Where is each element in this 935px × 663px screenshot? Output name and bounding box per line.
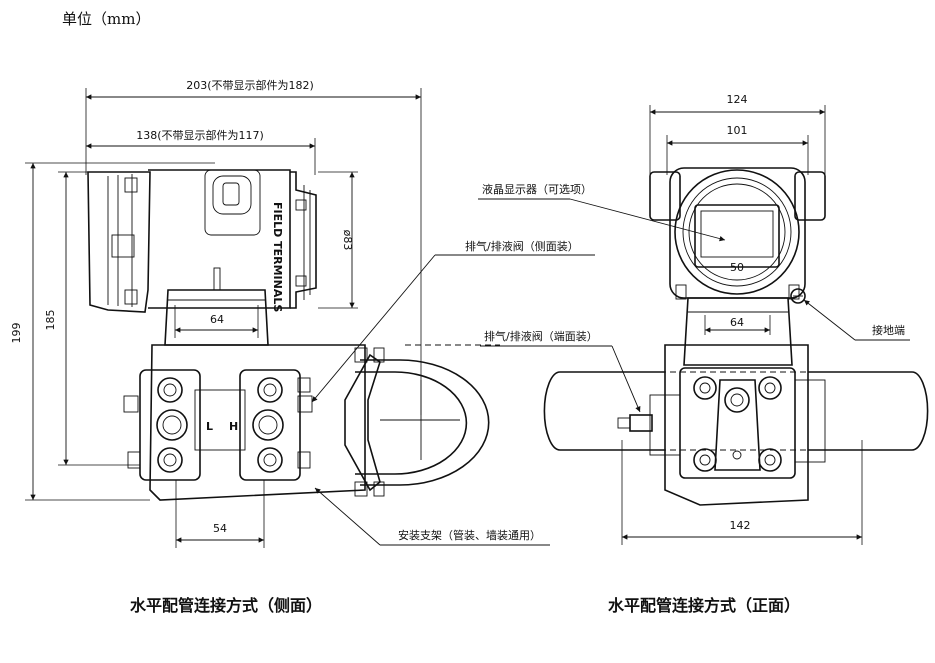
pipe-right-end <box>911 371 929 451</box>
front-flange <box>679 367 796 479</box>
unit-label: 单位（mm） <box>62 10 151 28</box>
callout-ground: 接地端 <box>872 324 905 337</box>
front-view: 124 101 50 64 <box>478 93 929 545</box>
lcd-scale-label: 50 <box>730 261 744 274</box>
dim-body-height: 185 <box>44 310 57 331</box>
lcd-window <box>694 204 780 268</box>
callout-vent-end: 排气/排液阀（端面装） <box>484 329 598 343</box>
dim-overall-width: 203(不带显示部件为182) <box>186 78 314 92</box>
dim-front-flange-width: 64 <box>730 316 744 329</box>
callout-vent-side: 排气/排液阀（侧面装） <box>465 239 579 253</box>
dim-front-overall-width: 124 <box>727 93 748 106</box>
port-h-label: H <box>229 420 238 433</box>
side-view: 203(不带显示部件为182) 138(不带显示部件为117) 199 185 … <box>10 78 595 548</box>
dim-flange-width: 64 <box>210 313 224 326</box>
field-terminals-label: FIELD TERMINALS <box>271 202 284 312</box>
display-bezel <box>674 169 800 295</box>
dim-front-inner-width: 101 <box>727 124 748 137</box>
callout-bracket: 安装支架（管装、墙装通用） <box>398 528 541 542</box>
ground-screw <box>790 288 806 304</box>
u-bolt <box>360 359 490 486</box>
dim-housing-diameter: ø83 <box>341 230 354 251</box>
pipe-left-end <box>543 371 561 451</box>
caption-side-view: 水平配管连接方式（侧面） <box>130 596 323 615</box>
flange-left <box>139 369 201 481</box>
dim-body-width: 138(不带显示部件为117) <box>136 128 264 142</box>
callout-lcd: 液晶显示器（可选项） <box>482 182 592 196</box>
caption-front-view: 水平配管连接方式（正面） <box>608 596 801 615</box>
dim-bracket-width: 54 <box>213 522 227 535</box>
housing-body <box>148 169 291 309</box>
dim-front-bracket-width: 142 <box>730 519 751 532</box>
flange-right <box>239 369 301 481</box>
mounting-bracket <box>149 344 366 501</box>
display-cover <box>87 171 151 313</box>
dim-overall-height: 199 <box>10 323 23 344</box>
end-vent-valve <box>629 414 653 432</box>
port-l-label: L <box>206 420 213 433</box>
